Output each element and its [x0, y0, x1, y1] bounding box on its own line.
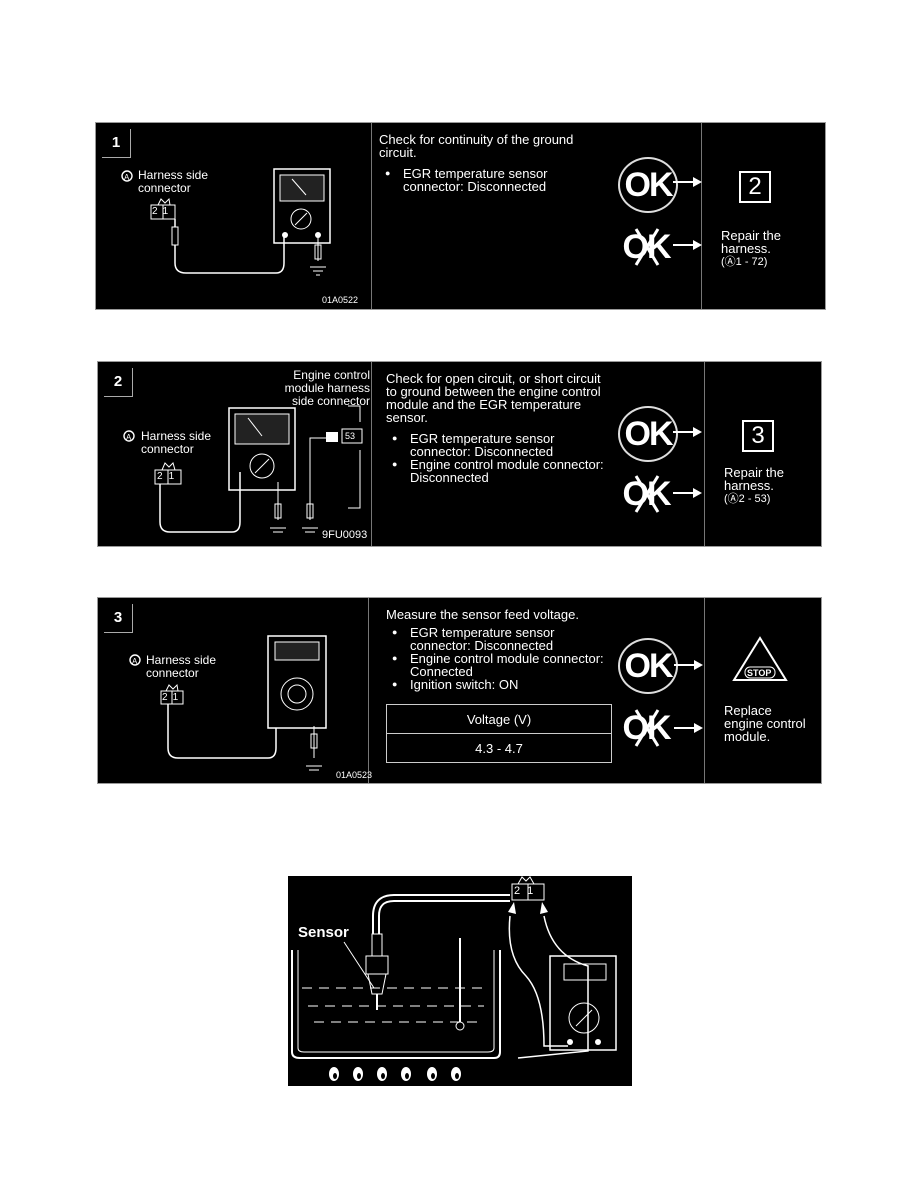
step-1-results: 2 Repair the harness. (Ⓐ1 - 72): [701, 123, 825, 309]
harness-side-label: Harness side connector: [138, 168, 209, 195]
table-value: 4.3 - 4.7: [386, 733, 612, 763]
arrow-right-icon: [674, 723, 703, 733]
sensor-water-bath-diagram: [291, 876, 617, 1081]
ng-reference: (Ⓐ1 - 72): [721, 256, 768, 268]
step-1-panel: 1 A Harness side connector 21 01A0: [95, 122, 826, 310]
arrow-right-icon: [674, 660, 703, 670]
step-3-number: 3: [104, 604, 133, 633]
ecm-connector-label: Engine control module harness side conne…: [284, 368, 370, 408]
arrow-right-icon: [673, 427, 702, 437]
condition-list: EGR temperature sensor connector: Discon…: [386, 432, 618, 484]
ecm-pin-number: 53: [345, 431, 356, 441]
arrow-right-icon: [673, 488, 702, 498]
figure-code: 01A0522: [322, 295, 359, 305]
connector-pins: 21: [152, 206, 174, 217]
condition-list: EGR temperature sensor connector: Discon…: [379, 167, 611, 193]
step-1-number: 1: [102, 129, 131, 158]
instruction-text: Check for continuity of the ground circu…: [379, 132, 574, 160]
step-2-procedure: Check for open circuit, or short circuit…: [371, 362, 705, 546]
strike-x-icon: [634, 228, 660, 266]
condition-item: EGR temperature sensor connector: Discon…: [386, 432, 618, 458]
condition-item: EGR temperature sensor connector: Discon…: [379, 167, 611, 193]
sensor-label: Sensor: [298, 924, 349, 941]
ok-icon: OK: [618, 638, 678, 694]
step-3-procedure: Measure the sensor feed voltage. EGR tem…: [368, 598, 705, 783]
step-2-panel: 2 Engine control module harness side con…: [97, 361, 822, 547]
svg-text:A: A: [124, 173, 130, 182]
stop-triangle-icon: [732, 636, 788, 681]
figure-code: 9FU0093: [322, 529, 368, 541]
step-1-diagram: 1 A Harness side connector 21 01A0: [96, 123, 372, 309]
strike-x-icon: [634, 475, 660, 513]
sensor-test-figure: Sensor 21: [288, 876, 632, 1086]
multimeter-diagram: A: [129, 635, 327, 771]
multimeter-diagram: A: [123, 405, 363, 533]
condition-item: Engine control module connector: Connect…: [386, 652, 618, 678]
step-2-diagram: 2 Engine control module harness side con…: [98, 362, 372, 546]
figure-code: 01A0523: [336, 770, 373, 780]
next-step-box: 3: [742, 420, 774, 452]
multimeter-diagram: A: [121, 168, 331, 276]
connector-pins: 21: [157, 471, 181, 482]
ok-icon: OK: [618, 157, 678, 213]
next-step-box: 2: [739, 171, 771, 203]
step-3-diagram: 3 A Harness side connector 21 01A0523: [98, 598, 373, 783]
stop-label: STOP: [747, 668, 772, 678]
harness-side-label: Harness side connector: [146, 653, 217, 680]
harness-side-label: Harness side connector: [141, 429, 212, 456]
arrow-right-icon: [673, 240, 702, 250]
step-2-results: 3 Repair the harness. (Ⓐ2 - 53): [704, 362, 821, 546]
ng-result: Repair the harness.: [721, 228, 781, 256]
condition-item: EGR temperature sensor connector: Discon…: [386, 626, 618, 652]
ng-result: Repair the harness.: [724, 465, 784, 493]
step-3-panel: 3 A Harness side connector 21 01A0523 Me…: [97, 597, 822, 784]
connector-pins: 21: [162, 692, 184, 703]
connector-pins: 21: [514, 885, 541, 897]
svg-text:A: A: [132, 657, 138, 666]
ng-reference: (Ⓐ2 - 53): [724, 493, 771, 505]
arrow-right-icon: [673, 177, 702, 187]
condition-item: Ignition switch: ON: [386, 678, 618, 691]
voltage-table: Voltage (V) 4.3 - 4.7: [386, 704, 612, 763]
step-1-procedure: Check for continuity of the ground circu…: [371, 123, 702, 309]
step-2-number: 2: [104, 368, 133, 397]
condition-item: Engine control module connector: Disconn…: [386, 458, 618, 484]
step-3-results: STOP Replace engine control module.: [704, 598, 821, 783]
instruction-text: Measure the sensor feed voltage.: [386, 607, 579, 622]
ng-result: Replace engine control module.: [724, 703, 806, 744]
condition-list: EGR temperature sensor connector: Discon…: [386, 626, 618, 691]
strike-x-icon: [634, 709, 660, 747]
instruction-text: Check for open circuit, or short circuit…: [386, 371, 601, 425]
svg-text:A: A: [126, 433, 132, 442]
ok-icon: OK: [618, 406, 678, 462]
table-header: Voltage (V): [386, 704, 612, 734]
